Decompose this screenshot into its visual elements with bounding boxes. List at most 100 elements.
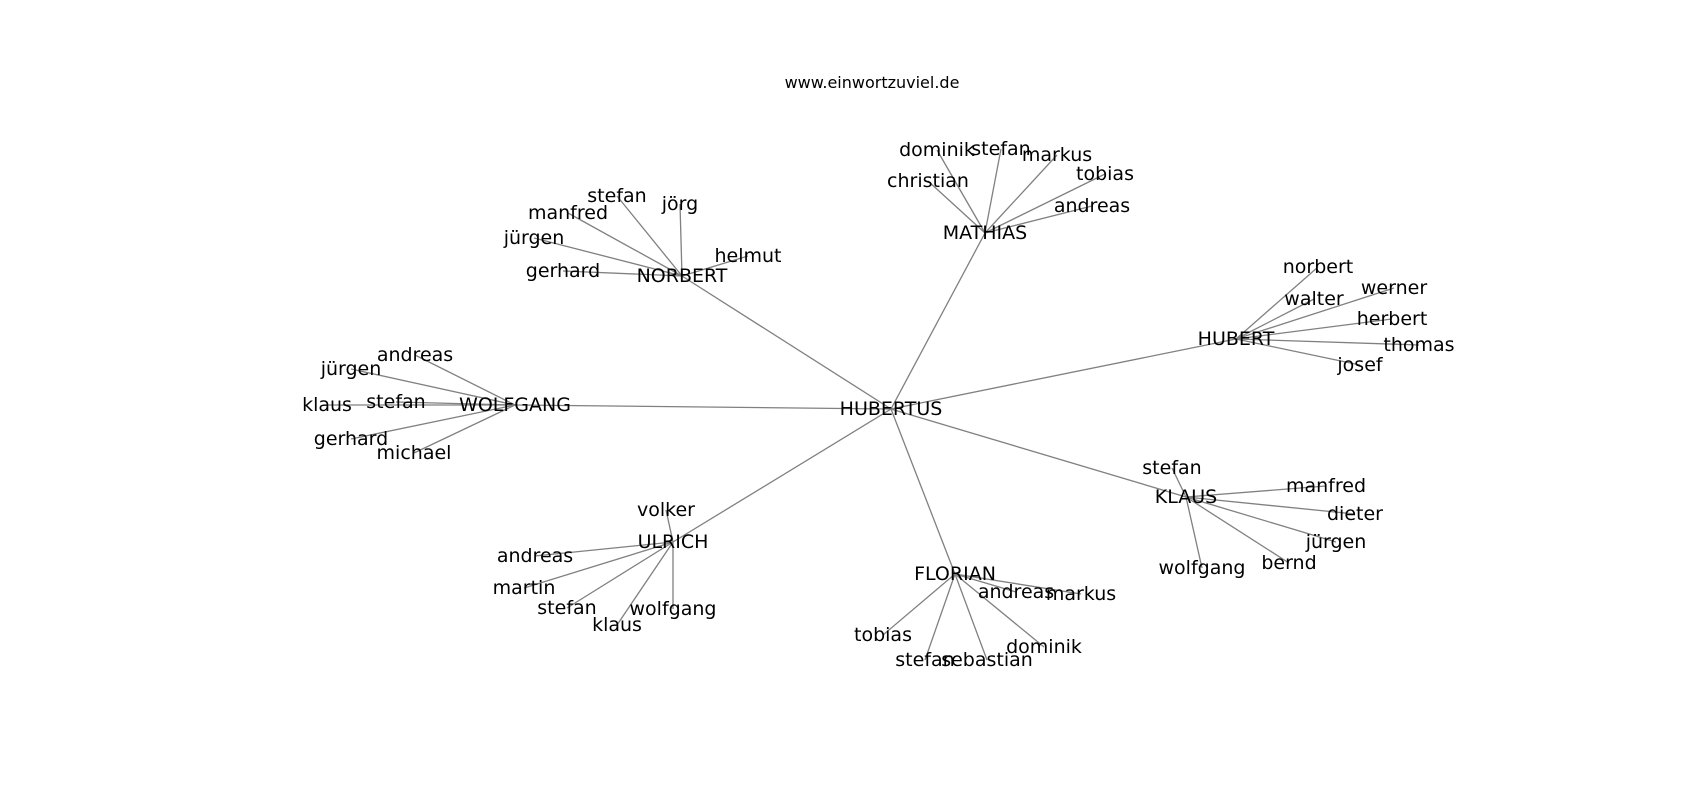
leaf-node-label: markus — [1022, 144, 1092, 166]
edge-mathias-dominik — [936, 149, 986, 234]
leaf-node-label: klaus — [592, 614, 642, 636]
edge-wolfgang-gerhard — [350, 404, 516, 440]
edge-center-florian — [890, 408, 956, 575]
edge-wolfgang-stefan — [395, 401, 516, 406]
edge-hubert-josef — [1235, 338, 1361, 366]
leaf-node-label: gerhard — [526, 260, 600, 282]
edge-hubert-werner — [1235, 287, 1395, 340]
edge-klaus-bernd — [1185, 496, 1290, 564]
edge-mathias-tobias — [984, 173, 1106, 234]
leaf-node-label: manfred — [528, 202, 608, 224]
leaf-node-label: bernd — [1261, 552, 1316, 574]
leaf-node-label: werner — [1361, 277, 1427, 299]
leaf-node-label: volker — [637, 499, 695, 521]
edge-wolfgang-michael — [413, 404, 516, 454]
edge-layer — [327, 148, 1420, 661]
edge-florian-stefan — [924, 573, 956, 661]
leaf-node-label: dieter — [1327, 503, 1383, 525]
edge-klaus-manfred — [1185, 485, 1327, 498]
edge-mathias-stefan — [984, 148, 1002, 234]
edge-center-klaus — [890, 408, 1187, 498]
leaf-node-label: stefan — [587, 185, 646, 207]
edge-hubert-walter — [1235, 298, 1315, 340]
hub-node-label: HUBERT — [1198, 328, 1275, 350]
edge-hubert-herbert — [1235, 318, 1393, 340]
edge-mathias-markus — [984, 154, 1058, 234]
hub-node-label: WOLFGANG — [459, 394, 571, 416]
hub-node-label: MATHIAS — [943, 222, 1027, 244]
edge-norbert-helmut — [681, 255, 749, 277]
edge-center-wolfgang — [514, 404, 892, 410]
edge-norbert-jörg — [679, 203, 683, 277]
hub-node-label: NORBERT — [637, 265, 728, 287]
leaf-node-label: wolfgang — [630, 598, 717, 620]
edge-klaus-dieter — [1185, 496, 1356, 515]
edge-center-hubert — [890, 338, 1237, 410]
edge-norbert-gerhard — [562, 270, 683, 277]
leaf-node-label: jürgen — [503, 227, 565, 249]
edge-norbert-jürgen — [533, 237, 683, 277]
leaf-node-label: stefan — [1142, 457, 1201, 479]
label-layer: HUBERTUS NORBERT stefan jörg manfred jürgen ge… — [302, 138, 1455, 671]
hub-node-label: ULRICH — [638, 531, 709, 553]
edge-ulrich-stefan — [566, 541, 674, 609]
edge-klaus-jürgen — [1185, 496, 1337, 543]
leaf-node-label: sebastian — [941, 649, 1033, 671]
edge-florian-dominik — [954, 573, 1045, 648]
leaf-node-label: andreas — [377, 344, 453, 366]
edge-ulrich-klaus — [616, 541, 674, 626]
leaf-node-label: andreas — [978, 581, 1054, 603]
edge-mathias-andreas — [984, 205, 1093, 234]
leaf-node-label: josef — [1336, 354, 1383, 376]
leaf-node-label: walter — [1284, 288, 1344, 310]
edge-klaus-wolfgang — [1185, 496, 1203, 569]
leaf-node-label: andreas — [1054, 195, 1130, 217]
edge-norbert-stefan — [616, 195, 683, 277]
leaf-node-label: dominik — [899, 139, 975, 161]
hub-node-label: FLORIAN — [914, 563, 996, 585]
leaf-node-label: stefan — [895, 649, 954, 671]
leaf-node-label: wolfgang — [1159, 557, 1246, 579]
edge-center-norbert — [681, 275, 892, 410]
leaf-node-label: jürgen — [1305, 531, 1367, 553]
edge-wolfgang-andreas — [414, 354, 516, 406]
edge-ulrich-andreas — [534, 541, 674, 557]
leaf-node-label: gerhard — [314, 428, 388, 450]
edge-hubert-norbert — [1235, 266, 1319, 340]
edge-florian-andreas — [954, 573, 1017, 593]
leaf-node-label: klaus — [302, 394, 352, 416]
leaf-node-label: tobias — [854, 624, 912, 646]
edge-florian-tobias — [882, 573, 956, 636]
leaf-node-label: jürgen — [320, 358, 382, 380]
leaf-node-label: tobias — [1076, 163, 1134, 185]
leaf-node-label: helmut — [714, 245, 781, 267]
leaf-node-label: stefan — [971, 138, 1030, 160]
site-title: www.einwortzuviel.de — [785, 73, 960, 92]
edge-hubert-thomas — [1235, 338, 1420, 346]
leaf-node-label: christian — [887, 170, 969, 192]
leaf-node-label: dominik — [1006, 636, 1082, 658]
edge-center-mathias — [890, 232, 986, 410]
edge-mathias-christian — [927, 180, 986, 234]
edge-florian-markus — [954, 573, 1082, 595]
edge-klaus-stefan — [1171, 467, 1187, 498]
edge-norbert-manfred — [567, 212, 683, 277]
edge-ulrich-volker — [665, 509, 674, 543]
leaf-node-label: stefan — [537, 597, 596, 619]
leaf-node-label: norbert — [1283, 256, 1354, 278]
edge-center-ulrich — [672, 408, 892, 543]
leaf-node-label: andreas — [497, 545, 573, 567]
leaf-node-label: manfred — [1286, 475, 1366, 497]
leaf-node-label: herbert — [1357, 308, 1428, 330]
edge-ulrich-martin — [523, 541, 674, 589]
leaf-node-label: jörg — [661, 193, 698, 215]
edge-florian-sebastian — [954, 573, 988, 661]
leaf-node-label: stefan — [366, 391, 425, 413]
hub-node-label: KLAUS — [1155, 486, 1217, 508]
edge-wolfgang-jürgen — [350, 368, 516, 406]
leaf-node-label: martin — [493, 577, 556, 599]
center-node-label: HUBERTUS — [840, 398, 943, 420]
leaf-node-label: thomas — [1383, 334, 1454, 356]
leaf-node-label: michael — [377, 442, 452, 464]
